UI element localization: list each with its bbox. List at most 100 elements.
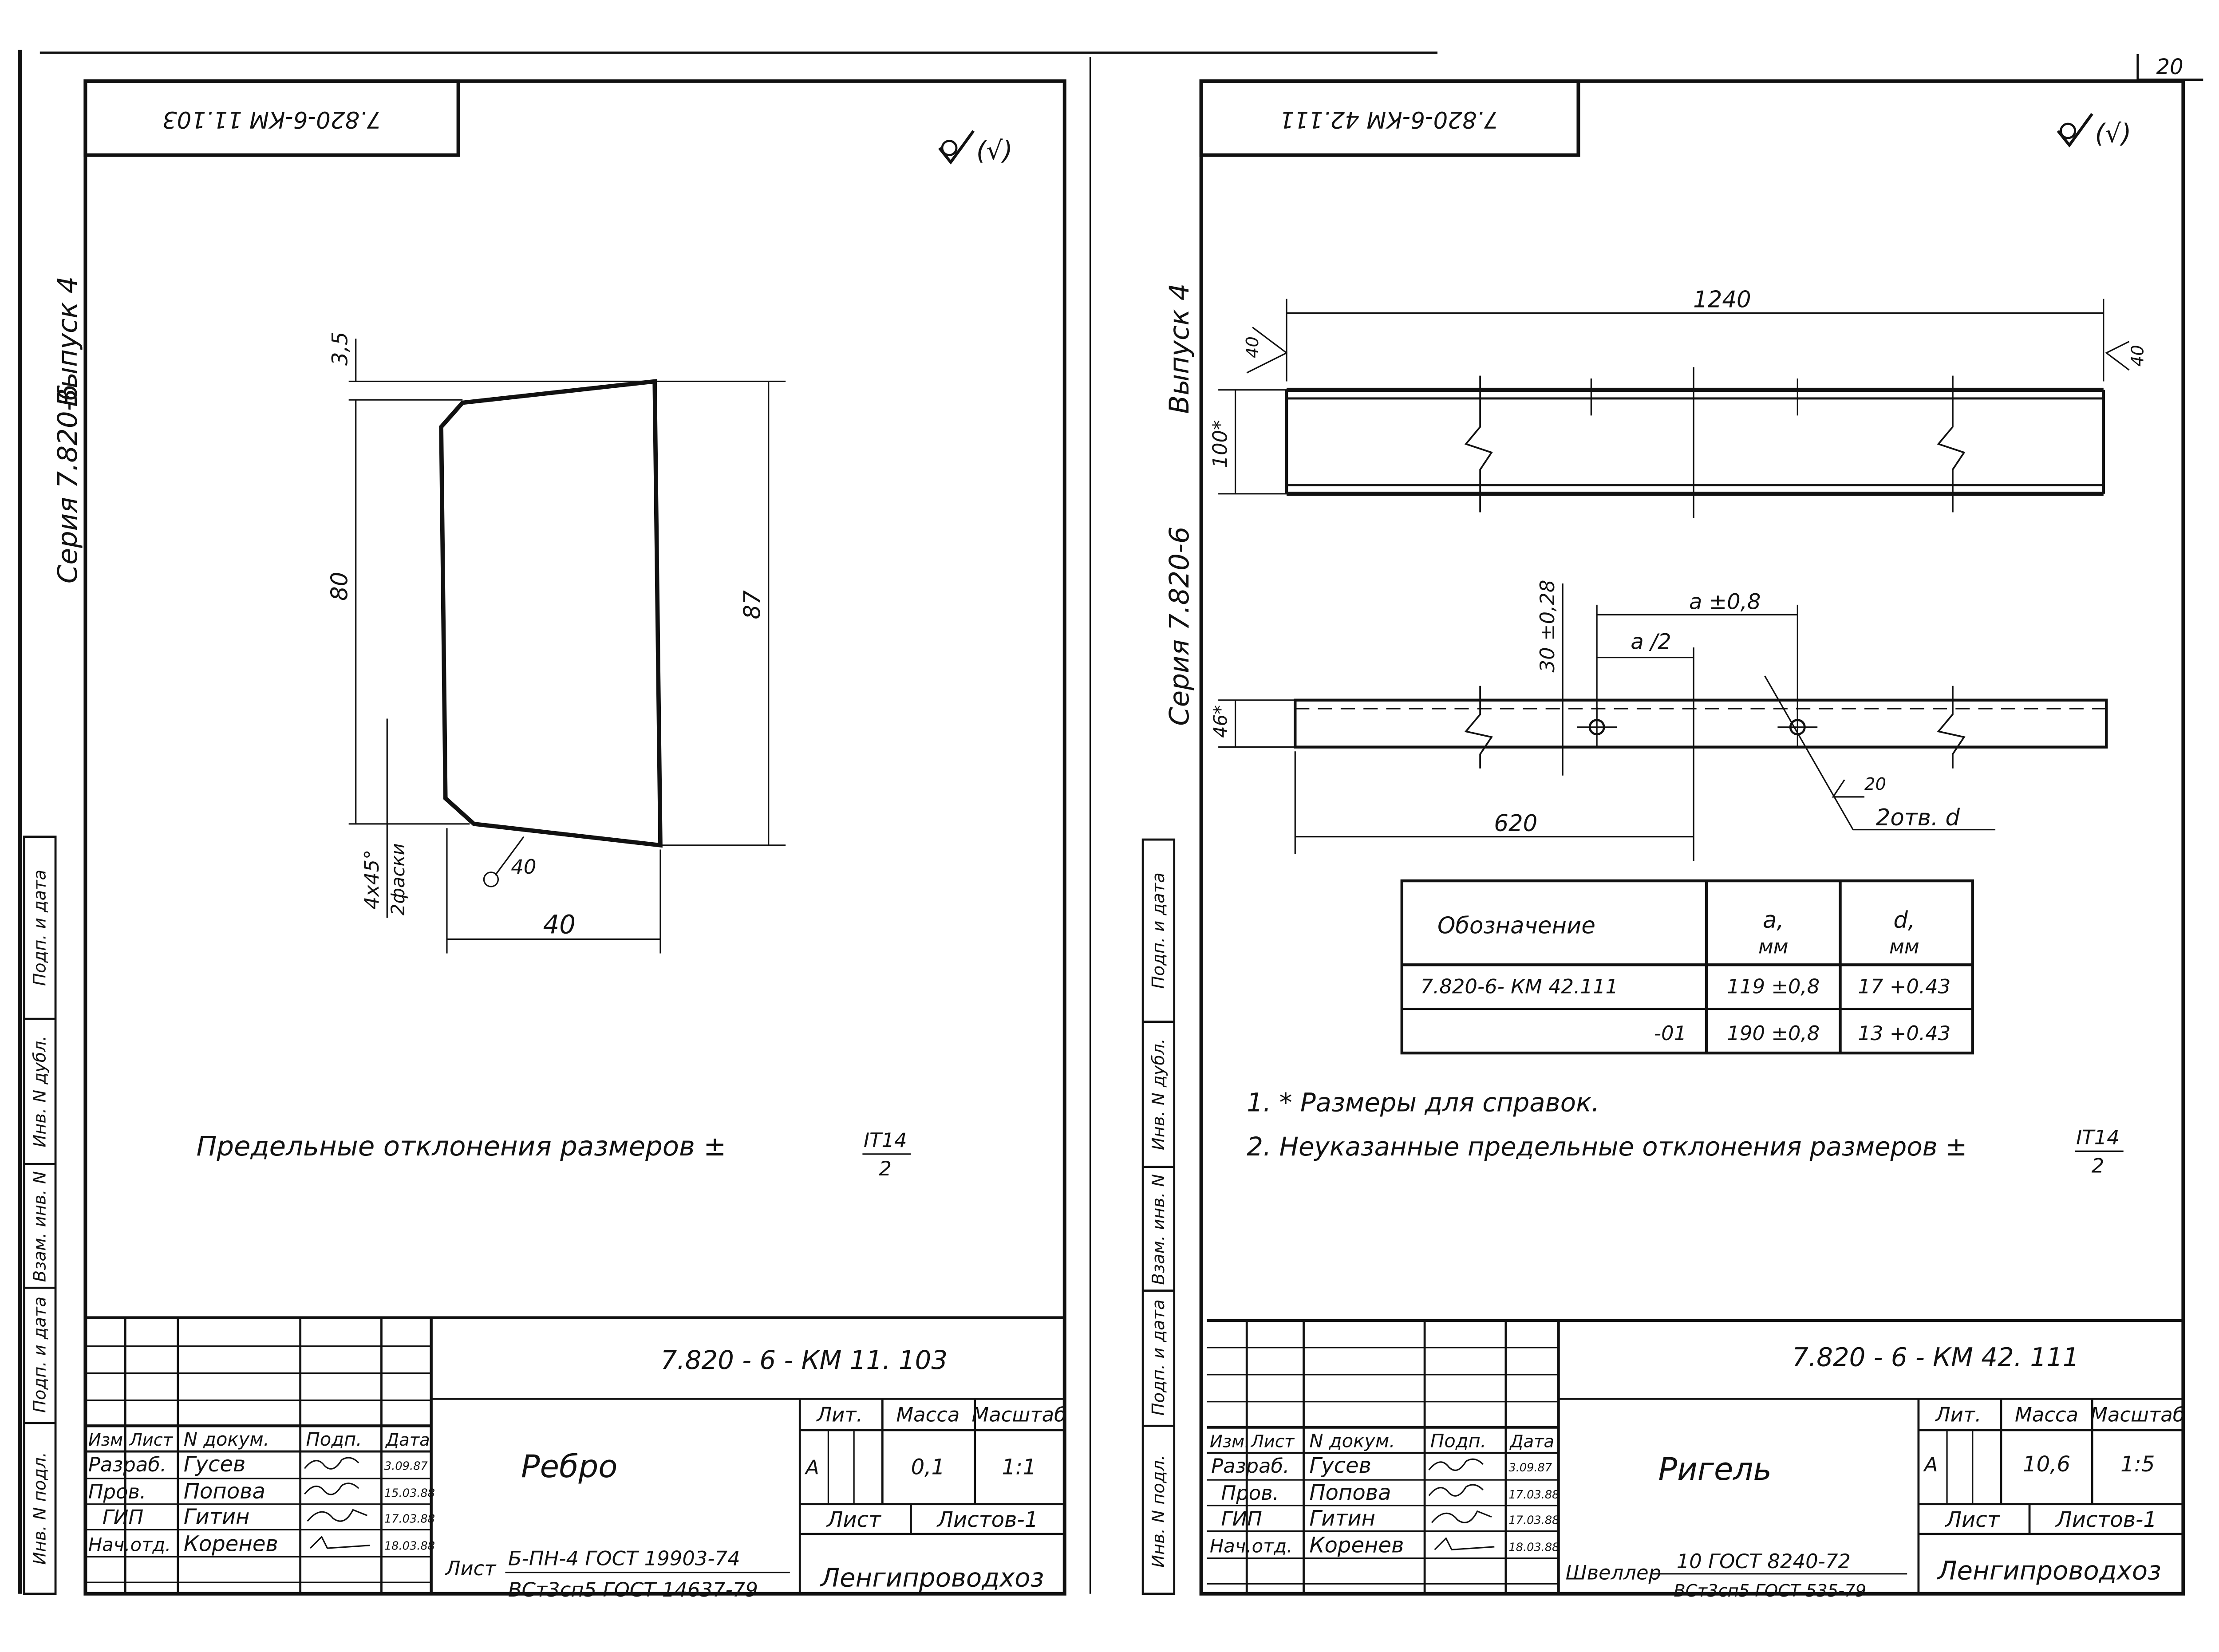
weld-hole: 20 xyxy=(1864,774,1886,794)
svg-text:10,6: 10,6 xyxy=(2023,1452,2070,1477)
svg-text:А: А xyxy=(1923,1453,1938,1476)
svg-text:Лист: Лист xyxy=(129,1430,174,1450)
right-stamp-box xyxy=(1199,79,1580,157)
svg-text:N докум.: N докум. xyxy=(184,1428,269,1450)
svg-text:Подп. и дата: Подп. и дата xyxy=(1149,872,1169,989)
svg-text:мм: мм xyxy=(1758,935,1789,958)
left-block-name: Ребро xyxy=(521,1448,617,1485)
dim-height-100: 100* xyxy=(1208,420,1232,468)
svg-text:Масштаб: Масштаб xyxy=(971,1403,1066,1427)
left-stamp-code: 7.820-6-КМ 11.103 xyxy=(162,106,381,133)
svg-text:Изм.: Изм. xyxy=(88,1430,128,1450)
dim-width-bottom: 40 xyxy=(543,910,576,940)
svg-text:Швеллер: Швеллер xyxy=(1566,1561,1662,1585)
svg-text:Ленгипроводхоз: Ленгипроводхоз xyxy=(820,1563,1044,1593)
svg-text:Лист: Лист xyxy=(1945,1507,2001,1532)
dim-a-tol: a ±0,8 xyxy=(1689,590,1761,615)
svg-text:0,1: 0,1 xyxy=(911,1455,945,1479)
svg-text:Взам. инв. N: Взам. инв. N xyxy=(1149,1174,1169,1285)
svg-text:Подп.: Подп. xyxy=(306,1428,362,1450)
svg-text:ВСт3сп5 ГОСТ 535-79: ВСт3сп5 ГОСТ 535-79 xyxy=(1674,1581,1866,1601)
table-header-d: d, xyxy=(1893,907,1915,934)
left-frame xyxy=(83,79,1066,1596)
right-stamp-code: 7.820-6-КМ 42.111 xyxy=(1279,106,1498,133)
svg-text:Коренев: Коренев xyxy=(1309,1533,1404,1558)
svg-text:(√): (√) xyxy=(976,135,1013,166)
left-sheet: 7.820-6-КМ 11.103 (√) Серия 7.820-6 Выпу… xyxy=(23,79,1066,1601)
dim-length: 1240 xyxy=(1693,287,1751,313)
svg-text:Инв. N дубл.: Инв. N дубл. xyxy=(1149,1038,1169,1150)
svg-text:3.09.87: 3.09.87 xyxy=(384,1460,428,1473)
svg-text:Масштаб: Масштаб xyxy=(2090,1403,2185,1427)
svg-text:Гитин: Гитин xyxy=(1309,1506,1375,1531)
svg-text:Подп.: Подп. xyxy=(1430,1430,1486,1451)
svg-text:Ленгипроводхоз: Ленгипроводхоз xyxy=(1937,1556,2161,1586)
dimensions-table: Обозначение a, мм d, мм 7.820-6- КМ 42.1… xyxy=(1400,879,1974,1055)
table-row-2-designation: -01 xyxy=(1654,1021,1686,1045)
left-tol-den: 2 xyxy=(879,1157,892,1180)
svg-text:18.03.88: 18.03.88 xyxy=(1508,1541,1559,1554)
rib-outline xyxy=(439,379,663,848)
dim-chamfer: 4x45° xyxy=(360,850,383,910)
page-number: 20 xyxy=(2156,55,2183,79)
svg-text:Лит.: Лит. xyxy=(1935,1403,1981,1427)
left-title-block: Изм. Лист N докум. Подп. Дата Разраб. Гу… xyxy=(85,1316,1066,1601)
svg-text:Подп. и дата: Подп. и дата xyxy=(1149,1299,1169,1415)
dim-flange: 46* xyxy=(1209,705,1231,738)
svg-text:Дата: Дата xyxy=(1509,1431,1555,1451)
left-block-code: 7.820 - 6 - КМ 11. 103 xyxy=(661,1345,948,1375)
svg-text:Гусев: Гусев xyxy=(1309,1453,1371,1478)
svg-text:Подп. и дата: Подп. и дата xyxy=(30,870,50,986)
dim-chamfer-note: 2фаски xyxy=(387,843,409,915)
svg-text:Масса: Масса xyxy=(896,1403,959,1427)
right-note-1: 1. * Размеры для справок. xyxy=(1247,1088,1599,1118)
svg-text:Пров.: Пров. xyxy=(1221,1481,1279,1505)
svg-text:ВСт3сп5 ГОСТ 14637-79: ВСт3сп5 ГОСТ 14637-79 xyxy=(508,1578,758,1601)
table-header-designation: Обозначение xyxy=(1437,913,1595,939)
svg-text:Масса: Масса xyxy=(2015,1403,2078,1427)
dim-offset: 30 ±0,28 xyxy=(1536,580,1559,673)
dim-a-half: a /2 xyxy=(1631,629,1671,654)
svg-text:Гитин: Гитин xyxy=(184,1505,250,1530)
svg-text:Разраб.: Разраб. xyxy=(1211,1454,1289,1478)
svg-text:1:1: 1:1 xyxy=(1002,1455,1036,1479)
svg-text:17.03.88: 17.03.88 xyxy=(1508,1488,1559,1502)
table-header-a: a, xyxy=(1763,907,1784,934)
right-frame xyxy=(1199,79,2185,1596)
svg-text:Лит.: Лит. xyxy=(816,1403,862,1427)
svg-text:3.09.87: 3.09.87 xyxy=(1508,1461,1552,1475)
right-roughness-icon: (√) xyxy=(2057,113,2132,149)
dim-top-small: 3,5 xyxy=(328,331,352,366)
svg-text:10 ГОСТ 8240-72: 10 ГОСТ 8240-72 xyxy=(1677,1549,1851,1573)
svg-text:Взам. инв. N: Взам. инв. N xyxy=(30,1171,50,1282)
svg-text:17.03.88: 17.03.88 xyxy=(384,1512,435,1526)
dim-height-left: 80 xyxy=(326,572,353,601)
svg-text:Инв. N подл.: Инв. N подл. xyxy=(30,1452,50,1565)
svg-text:Изм.: Изм. xyxy=(1210,1431,1250,1451)
right-note-2: 2. Неуказанные предельные отклонения раз… xyxy=(1247,1132,1967,1162)
svg-text:Нач.отд.: Нач.отд. xyxy=(1210,1535,1293,1557)
left-note: Предельные отклонения размеров ± xyxy=(197,1131,727,1162)
svg-text:(√): (√) xyxy=(2095,118,2132,149)
svg-text:Коренев: Коренев xyxy=(184,1532,278,1557)
svg-text:А: А xyxy=(804,1455,819,1479)
right-block-code: 7.820 - 6 - КМ 42. 111 xyxy=(1792,1342,2079,1372)
left-tol-num: IT14 xyxy=(864,1128,907,1152)
weld-label: 40 xyxy=(511,855,536,879)
svg-text:ГИП: ГИП xyxy=(103,1506,143,1529)
beam-plan: a ±0,8 a /2 30 ±0,28 46* 620 2отв. d 20 xyxy=(1209,580,2108,861)
right-side-series: Серия 7.820-6 xyxy=(1164,526,1195,725)
svg-text:Гусев: Гусев xyxy=(184,1452,246,1477)
svg-text:18.03.88: 18.03.88 xyxy=(384,1539,435,1553)
right-margin-strip: Инв. N подл. Подп. и дата Взам. инв. N И… xyxy=(1141,838,1176,1595)
svg-text:Инв. N подл.: Инв. N подл. xyxy=(1149,1455,1169,1568)
left-roughness-icon: (√) xyxy=(938,130,1013,166)
right-tol-den: 2 xyxy=(2092,1154,2104,1177)
svg-text:Инв. N дубл.: Инв. N дубл. xyxy=(30,1036,50,1147)
left-margin-strip: Инв. N подл. Подп. и дата Взам. инв. N И… xyxy=(23,836,57,1595)
table-row-1-a: 119 ±0,8 xyxy=(1727,974,1820,998)
svg-text:15.03.88: 15.03.88 xyxy=(384,1487,435,1500)
svg-text:1:5: 1:5 xyxy=(2120,1452,2155,1477)
svg-text:Листов-1: Листов-1 xyxy=(2055,1507,2157,1532)
